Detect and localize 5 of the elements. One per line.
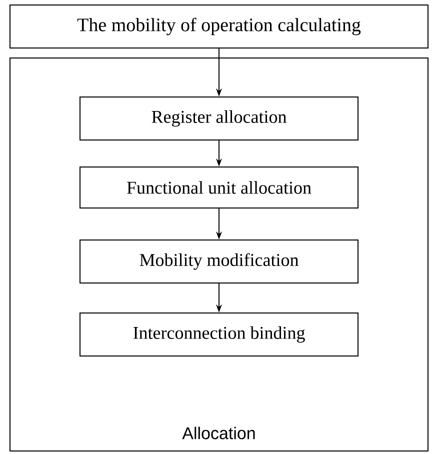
process-box: Register allocation <box>80 96 358 140</box>
process-box: Mobility modification <box>80 240 358 284</box>
process-box: Functional unit allocation <box>80 166 358 208</box>
process-box: The mobility of operation calculating <box>10 4 428 48</box>
process-box: Interconnection binding <box>80 312 358 356</box>
